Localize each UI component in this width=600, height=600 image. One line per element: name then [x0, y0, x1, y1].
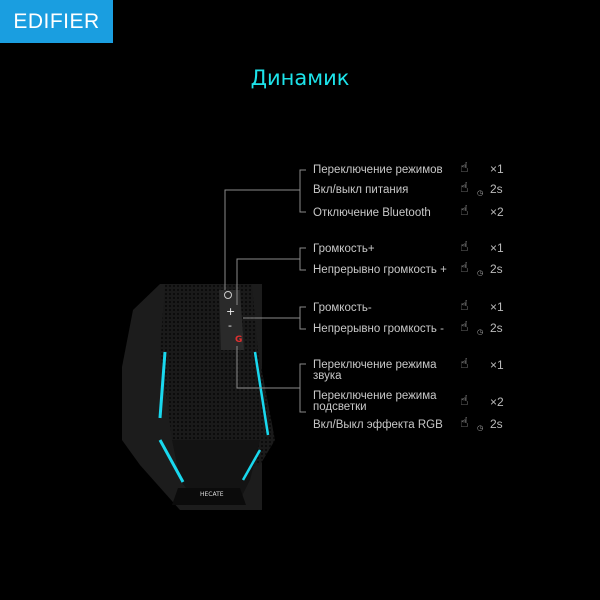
volume-down-button-icon[interactable]: -: [228, 319, 232, 332]
edifier-logo: EDIFIER: [0, 0, 113, 43]
volume-up-button-icon[interactable]: +: [226, 305, 235, 318]
action-hold: 2s: [490, 321, 503, 335]
tap-icon: ☝: [460, 356, 469, 372]
tap-icon: ☝: [460, 393, 469, 409]
label-sound-mode: Переключение режима звука: [313, 359, 437, 382]
action-count: ×2: [490, 395, 504, 409]
action-count: ×1: [490, 358, 504, 372]
tap-icon: ☝: [460, 203, 469, 219]
tap-icon: ☝: [460, 180, 469, 196]
tap-icon: ☝: [460, 415, 469, 431]
tap-icon: ☝: [460, 319, 469, 335]
clock-icon: ◷: [477, 424, 484, 432]
mode-button-icon[interactable]: G: [235, 335, 242, 345]
clock-icon: ◷: [477, 269, 484, 277]
label-volume-down-hold: Непрерывно громкость -: [313, 323, 444, 335]
clock-icon: ◷: [477, 328, 484, 336]
label-rgb-toggle: Вкл/Выкл эффекта RGB: [313, 419, 443, 431]
label-bluetooth-off: Отключение Bluetooth: [313, 207, 431, 219]
label-power: Вкл/выкл питания: [313, 184, 409, 196]
tap-icon: ☝: [460, 160, 469, 176]
tap-icon: ☝: [460, 298, 469, 314]
action-hold: 2s: [490, 182, 503, 196]
label-mode-switch: Переключение режимов: [313, 164, 443, 176]
page-title: Динамик: [250, 66, 350, 90]
tap-icon: ☝: [460, 260, 469, 276]
action-count: ×1: [490, 300, 504, 314]
speaker-brand-label: HECATE: [200, 491, 224, 498]
label-volume-up-hold: Непрерывно громкость +: [313, 264, 447, 276]
label-light-mode: Переключение режима подсветки: [313, 390, 437, 413]
action-hold: 2s: [490, 262, 503, 276]
action-count: ×1: [490, 241, 504, 255]
label-volume-up: Громкость+: [313, 243, 375, 255]
tap-icon: ☝: [460, 239, 469, 255]
action-count: ×1: [490, 162, 504, 176]
clock-icon: ◷: [477, 189, 484, 197]
label-volume-down: Громкость-: [313, 302, 372, 314]
power-button-icon[interactable]: [224, 291, 232, 299]
action-hold: 2s: [490, 417, 503, 431]
action-count: ×2: [490, 205, 504, 219]
